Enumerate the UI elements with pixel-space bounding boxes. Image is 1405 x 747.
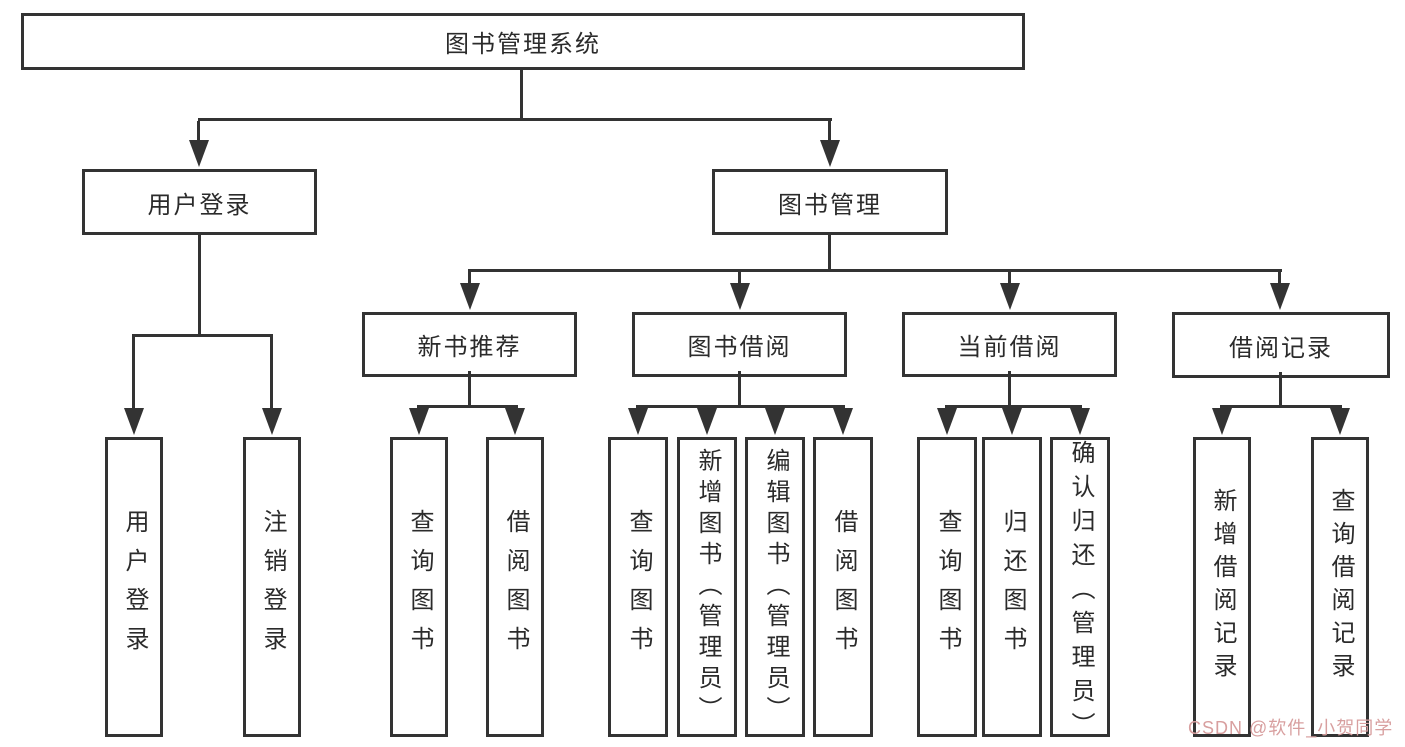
- leaf-label: 查询图书: [406, 509, 433, 665]
- arrow-down-icon: [730, 283, 750, 310]
- leaf-confirm-return-admin: 确认归还（管理员）: [1050, 437, 1110, 746]
- node-label: 图书管理: [778, 191, 882, 219]
- leaf-return-books: 归还图书: [982, 437, 1042, 737]
- leaf-label: 查询借阅记录: [1327, 488, 1354, 686]
- connector-line: [738, 371, 741, 405]
- connector-line: [1008, 272, 1011, 283]
- connector-line: [828, 121, 831, 142]
- node-book-management: 图书管理: [712, 169, 948, 235]
- arrow-down-icon: [460, 283, 480, 310]
- node-label: 图书借阅: [687, 334, 792, 361]
- leaf-borrow-books: 借阅图书: [813, 437, 873, 737]
- arrow-down-icon: [820, 140, 840, 167]
- leaf-user-login: 用户登录: [105, 437, 163, 737]
- connector-line: [132, 337, 135, 408]
- arrow-down-icon: [1070, 408, 1090, 435]
- node-new-book-recommendation: 新书推荐: [362, 312, 577, 377]
- node-borrowing-records: 借阅记录: [1172, 312, 1390, 378]
- arrow-down-icon: [124, 408, 144, 435]
- node-user-login: 用户登录: [82, 169, 317, 235]
- connector-line: [828, 235, 831, 269]
- leaf-label: 确认归还（管理员）: [1067, 440, 1094, 746]
- node-label: 新书推荐: [417, 334, 522, 361]
- arrow-down-icon: [833, 408, 853, 435]
- arrow-down-icon: [1002, 408, 1022, 435]
- node-book-borrowing: 图书借阅: [632, 312, 847, 377]
- node-current-borrowing: 当前借阅: [902, 312, 1117, 377]
- csdn-watermark: CSDN @软件_小贺同学: [1188, 718, 1394, 738]
- connector-line: [520, 70, 523, 118]
- leaf-label: 借阅图书: [830, 509, 857, 665]
- leaf-label: 用户登录: [121, 509, 148, 665]
- arrow-down-icon: [1000, 283, 1020, 310]
- connector-line: [468, 272, 471, 283]
- connector-line: [1279, 372, 1282, 405]
- connector-line: [468, 269, 1282, 272]
- leaf-query-books-current: 查询图书: [917, 437, 977, 737]
- leaf-label: 注销登录: [259, 509, 286, 665]
- connector-line: [417, 405, 518, 408]
- leaf-label: 查询图书: [934, 509, 961, 665]
- arrow-down-icon: [1212, 408, 1232, 435]
- leaf-query-books-recommend: 查询图书: [390, 437, 448, 737]
- arrow-down-icon: [505, 408, 525, 435]
- leaf-add-borrow-record: 新增借阅记录: [1193, 437, 1251, 737]
- arrow-down-icon: [1270, 283, 1290, 310]
- leaf-label: 新增借阅记录: [1209, 488, 1236, 686]
- leaf-label: 查询图书: [625, 509, 652, 665]
- arrow-down-icon: [765, 408, 785, 435]
- connector-line: [468, 371, 471, 405]
- node-label: 当前借阅: [957, 334, 1062, 361]
- connector-line: [636, 405, 845, 408]
- arrow-down-icon: [1330, 408, 1350, 435]
- connector-line: [198, 235, 201, 334]
- connector-line: [1278, 272, 1281, 283]
- connector-line: [738, 272, 741, 283]
- leaf-edit-books-admin: 编辑图书（管理员）: [745, 437, 805, 737]
- leaf-add-books-admin: 新增图书（管理员）: [677, 437, 737, 737]
- arrow-down-icon: [937, 408, 957, 435]
- connector-line: [270, 337, 273, 408]
- leaf-label: 新增图书（管理员）: [694, 447, 721, 727]
- leaf-label: 编辑图书（管理员）: [762, 447, 789, 727]
- arrow-down-icon: [697, 408, 717, 435]
- connector-line: [945, 405, 1082, 408]
- leaf-query-books-borrowing: 查询图书: [608, 437, 668, 737]
- node-label: 借阅记录: [1229, 334, 1333, 362]
- leaf-label: 借阅图书: [502, 509, 529, 665]
- connector-line: [1220, 405, 1342, 408]
- node-label: 用户登录: [147, 191, 252, 219]
- leaf-query-borrow-record: 查询借阅记录: [1311, 437, 1369, 737]
- node-label: 图书管理系统: [445, 31, 601, 58]
- arrow-down-icon: [262, 408, 282, 435]
- arrow-down-icon: [409, 408, 429, 435]
- connector-line: [132, 334, 273, 337]
- node-library-system: 图书管理系统: [21, 13, 1025, 70]
- connector-line: [197, 121, 200, 142]
- arrow-down-icon: [189, 140, 209, 167]
- connector-line: [198, 118, 832, 121]
- leaf-logout: 注销登录: [243, 437, 301, 737]
- leaf-borrow-books-recommend: 借阅图书: [486, 437, 544, 737]
- connector-line: [1008, 371, 1011, 405]
- leaf-label: 归还图书: [999, 509, 1026, 665]
- arrow-down-icon: [628, 408, 648, 435]
